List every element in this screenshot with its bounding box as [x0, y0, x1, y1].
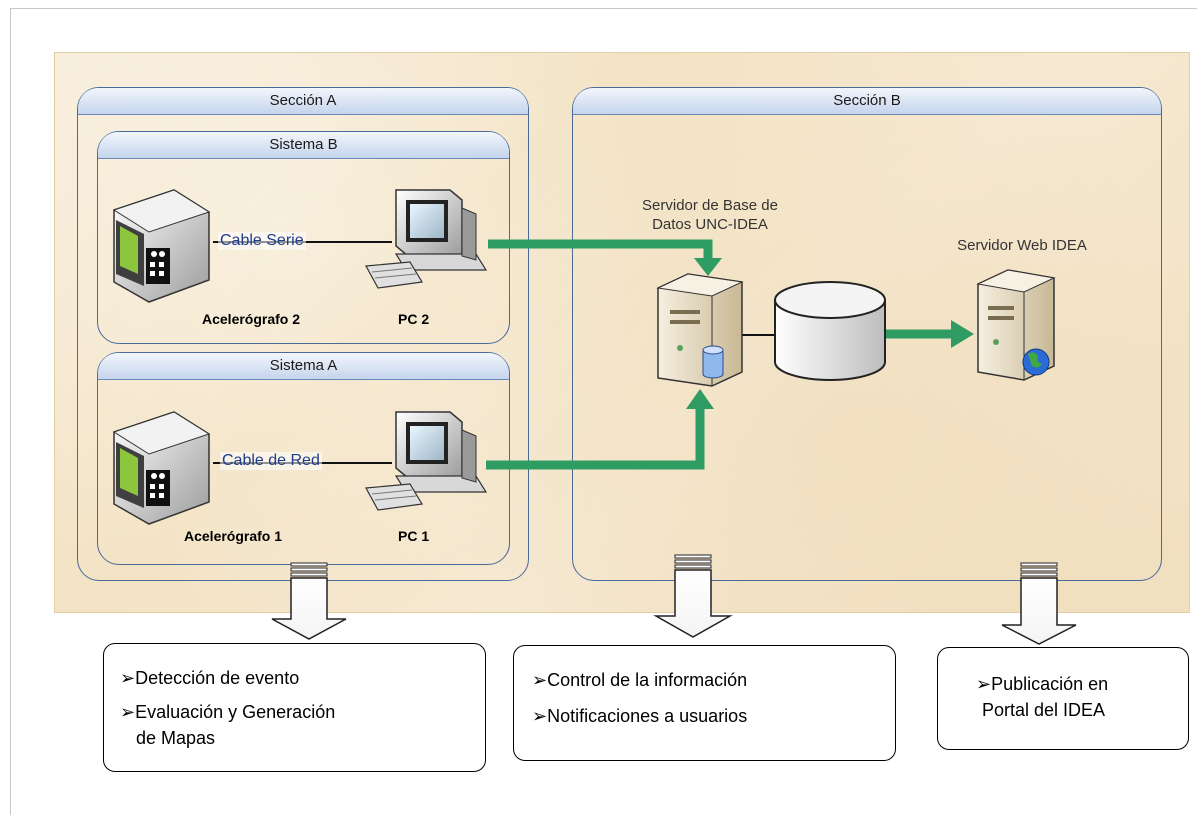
database-server-label-line2: Datos UNC-IDEA — [652, 216, 768, 233]
section-b-panel: Sección B — [572, 87, 1162, 581]
flow-arrow-db-to-web — [884, 320, 974, 348]
sistema-b-panel: Sistema B — [97, 131, 510, 344]
output-box-section-a: ➢Detección de evento ➢Evaluación y Gener… — [103, 643, 486, 772]
section-a-panel: Sección A — [77, 87, 529, 581]
output-box-section-b-right: ➢Publicación en Portal del IDEA — [937, 647, 1189, 750]
accelerograph-2-label: Acelerógrafo 2 — [202, 311, 301, 327]
web-server-icon — [976, 269, 1056, 381]
bullet-arrow-icon: ➢ — [532, 670, 548, 690]
output-box-section-b-right-item-1-cont: Portal del IDEA — [982, 700, 1106, 720]
down-arrow-section-a — [271, 562, 347, 640]
outer-frame — [10, 8, 1197, 815]
bullet-arrow-icon: ➢ — [120, 702, 136, 722]
cable-red-label: Cable de Red — [220, 452, 322, 470]
database-server-label-line1: Servidor de Base de — [642, 197, 778, 214]
flow-arrow-pc2-to-db — [488, 239, 722, 276]
output-box-section-b-left-item-1: ➢Control de la información — [532, 670, 748, 690]
database-cylinder-icon — [774, 281, 886, 381]
pc-2-label: PC 2 — [398, 311, 430, 327]
web-server-label: Servidor Web IDEA — [957, 237, 1087, 254]
database-server-icon — [656, 273, 744, 387]
pc-1-label: PC 1 — [398, 528, 430, 544]
database-server-label: Servidor de Base de Datos UNC-IDEA — [610, 196, 810, 234]
output-box-section-b-left-item-2: ➢Notificaciones a usuarios — [532, 706, 748, 726]
bullet-arrow-icon: ➢ — [120, 668, 136, 688]
output-box-section-a-item-2: ➢Evaluación y Generación — [120, 702, 336, 722]
bullet-arrow-icon: ➢ — [532, 706, 548, 726]
accelerograph-2-icon — [112, 189, 211, 303]
output-box-section-b-right-item-1: ➢Publicación en — [976, 674, 1109, 694]
sistema-b-title: Sistema B — [98, 132, 509, 159]
pc-2-icon — [365, 189, 488, 289]
sistema-a-title: Sistema A — [98, 353, 509, 380]
cable-serie-label: Cable Serie — [218, 232, 306, 250]
output-box-section-a-item-2-cont: de Mapas — [136, 728, 216, 748]
accelerograph-1-label: Acelerógrafo 1 — [184, 528, 283, 544]
pc-1-icon — [365, 411, 488, 511]
output-box-section-a-item-1: ➢Detección de evento — [120, 668, 300, 688]
output-box-section-b-left: ➢Control de la información ➢Notificacion… — [513, 645, 896, 761]
down-arrow-section-b-right — [1001, 562, 1077, 645]
section-a-title: Sección A — [78, 88, 528, 115]
section-b-title: Sección B — [573, 88, 1161, 115]
accelerograph-1-icon — [112, 411, 211, 525]
down-arrow-section-b-left — [653, 554, 733, 638]
bullet-arrow-icon: ➢ — [976, 674, 992, 694]
flow-arrow-pc1-to-db — [486, 389, 714, 470]
